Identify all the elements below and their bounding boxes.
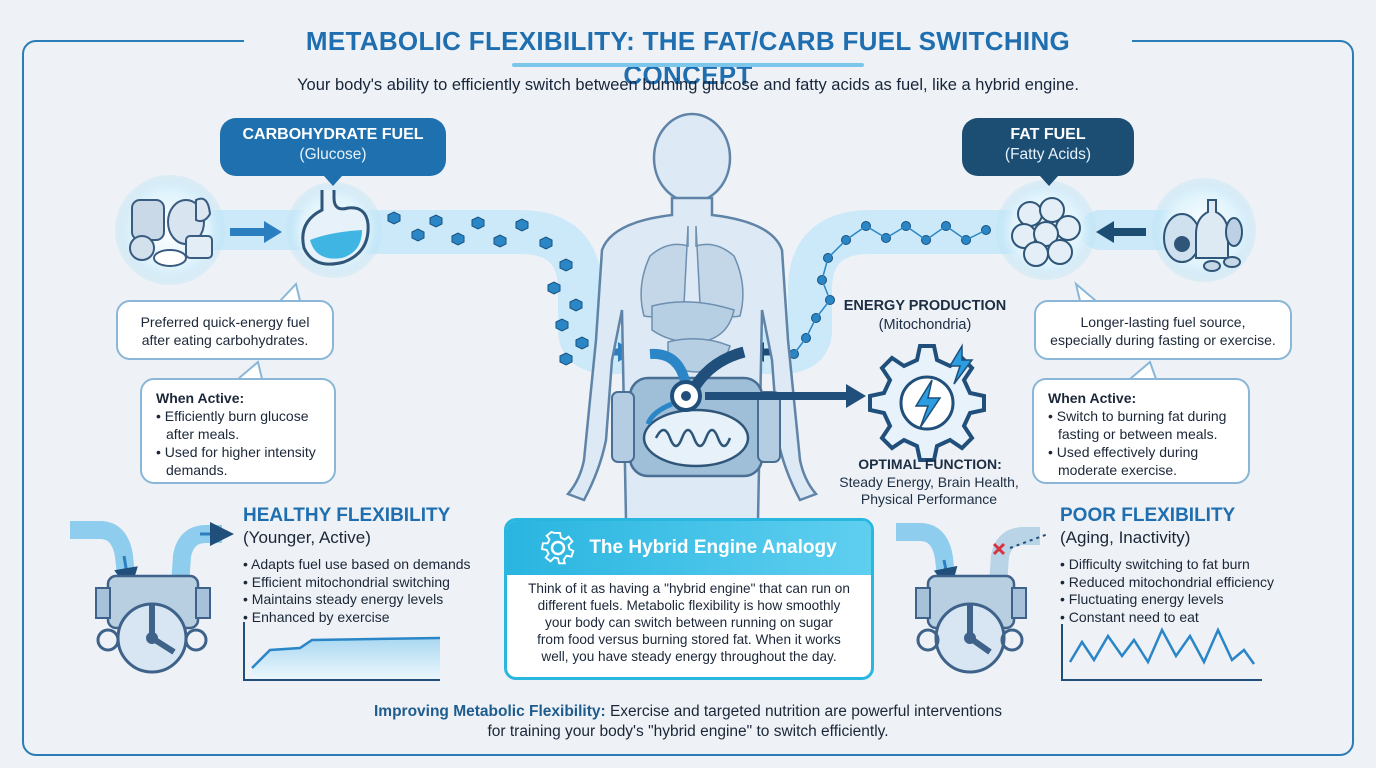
carb-fuel-pill: CARBOHYDRATE FUEL (Glucose) — [220, 118, 446, 176]
glucose-molecule-icon — [387, 211, 589, 366]
footer-line-1: Exercise and targeted nutrition are powe… — [609, 703, 1002, 720]
fat-desc-tail — [1074, 281, 1099, 302]
fat-cells-icon — [996, 180, 1096, 280]
healthy-flexibility-item: Enhanced by exercise — [243, 609, 471, 627]
page-title: METABOLIC FLEXIBILITY: THE FAT/CARB FUEL… — [305, 26, 1071, 90]
mitochondria-icon — [611, 376, 781, 478]
poor-flexibility-sub: (Aging, Inactivity) — [1060, 528, 1191, 547]
title-underline — [512, 63, 864, 67]
poor-energy-chart — [1061, 624, 1262, 681]
fat-description-line: especially during fasting or exercise. — [1050, 332, 1276, 348]
poor-flexibility-item: Fluctuating energy levels — [1060, 591, 1274, 609]
carb-description-line: Preferred quick-energy fuel — [140, 314, 310, 330]
poor-flexibility-item: Constant need to eat — [1060, 609, 1274, 627]
poor-flexibility-item: Reduced mitochondrial efficiency — [1060, 574, 1274, 592]
hybrid-engine-box: The Hybrid Engine Analogy Think of it as… — [504, 518, 874, 680]
fuel-switch-lever-icon — [645, 346, 746, 425]
fat-arrowhead-icon — [1096, 221, 1114, 243]
carb-fuel-sub: (Glucose) — [299, 146, 367, 163]
carb-active-item: Used for higher intensity demands. — [156, 443, 324, 479]
engine-poor-icon — [896, 523, 1049, 674]
hybrid-engine-line: your body can switch between running on … — [545, 615, 833, 630]
optimal-function-text: Steady Energy, Brain Health, Physical Pe… — [826, 474, 1032, 508]
hybrid-engine-title: The Hybrid Engine Analogy — [589, 537, 837, 558]
carb-active-tail — [235, 360, 264, 380]
healthy-flexibility-item: Adapts fuel use based on demands — [243, 556, 471, 574]
fat-active-tail — [1127, 360, 1158, 380]
title-bar: METABOLIC FLEXIBILITY: THE FAT/CARB FUEL… — [244, 24, 1132, 90]
fat-active-label: When Active: — [1048, 390, 1137, 406]
fat-fuel-heading: FAT FUEL — [1010, 126, 1086, 143]
healthy-flexibility-item: Efficient mitochondrial switching — [243, 574, 471, 592]
poor-flexibility-list: Difficulty switching to fat burn Reduced… — [1060, 556, 1274, 626]
carb-desc-tail — [277, 281, 302, 302]
fat-pill-tail — [1040, 176, 1058, 186]
optimal-function-heading: OPTIMAL FUNCTION: — [858, 456, 1002, 472]
fat-fuel-sub: (Fatty Acids) — [1004, 146, 1092, 163]
carb-description-line: after eating carbohydrates. — [141, 332, 309, 348]
carb-description-bubble: Preferred quick-energy fuel after eating… — [116, 300, 334, 360]
healthy-flexibility-item: Maintains steady energy levels — [243, 591, 471, 609]
lightning-gear-icon — [868, 343, 986, 462]
fat-active-item: Used effectively during moderate exercis… — [1048, 443, 1238, 479]
gear-icon — [541, 531, 575, 565]
fat-foods-icon — [1152, 178, 1256, 282]
page-subtitle: Your body's ability to efficiently switc… — [297, 76, 1079, 94]
stomach-icon — [286, 182, 382, 278]
carb-active-bubble: When Active: Efficiently burn glucose af… — [140, 378, 336, 484]
energy-production-heading: ENERGY PRODUCTION — [843, 298, 1007, 314]
fat-fuel-pill: FAT FUEL (Fatty Acids) — [962, 118, 1134, 176]
carb-foods-icon — [115, 175, 225, 285]
fat-description-bubble: Longer-lasting fuel source, especially d… — [1034, 300, 1292, 360]
fat-active-bubble: When Active: Switch to burning fat durin… — [1032, 378, 1250, 484]
hybrid-engine-line: different fuels. Metabolic flexibility i… — [537, 598, 841, 613]
healthy-flexibility-title: HEALTHY FLEXIBILITY — [243, 505, 451, 526]
carb-active-item: Efficiently burn glucose after meals. — [156, 407, 324, 443]
engine-healthy-icon — [70, 521, 234, 674]
carb-fuel-heading: CARBOHYDRATE FUEL — [242, 126, 424, 143]
footer-note: Improving Metabolic Flexibility: Exercis… — [0, 702, 1376, 742]
poor-flexibility-item: Difficulty switching to fat burn — [1060, 556, 1274, 574]
healthy-flexibility-list: Adapts fuel use based on demands Efficie… — [243, 556, 471, 626]
energy-production-sub: (Mitochondria) — [878, 317, 972, 333]
healthy-flexibility-sub: (Younger, Active) — [243, 528, 371, 547]
healthy-energy-chart — [243, 622, 441, 681]
hybrid-engine-text: Think of it as having a "hybrid engine" … — [507, 575, 871, 665]
energy-arrowhead-icon — [846, 384, 866, 408]
fat-description-line: Longer-lasting fuel source, — [1080, 314, 1246, 330]
optimal-function-line: Steady Energy, Brain Health, — [839, 474, 1019, 490]
hybrid-engine-line: well, you have steady energy throughout … — [541, 649, 837, 664]
footer-line-2: for training your body's "hybrid engine"… — [487, 723, 889, 740]
hybrid-engine-line: from food versus burning stored fat. Whe… — [537, 632, 841, 647]
carb-pill-tail — [324, 176, 342, 186]
poor-flexibility-title: POOR FLEXIBILITY — [1060, 505, 1236, 526]
carb-arrowhead-icon — [264, 221, 282, 243]
hybrid-engine-header: The Hybrid Engine Analogy — [507, 521, 871, 575]
fatty-acid-chain-icon — [789, 221, 991, 359]
carb-active-label: When Active: — [156, 390, 245, 406]
footer-bold: Improving Metabolic Flexibility: — [373, 703, 606, 720]
hybrid-engine-line: Think of it as having a "hybrid engine" … — [528, 581, 850, 596]
fat-active-item: Switch to burning fat during fasting or … — [1048, 407, 1238, 443]
optimal-function-line: Physical Performance — [860, 491, 998, 507]
